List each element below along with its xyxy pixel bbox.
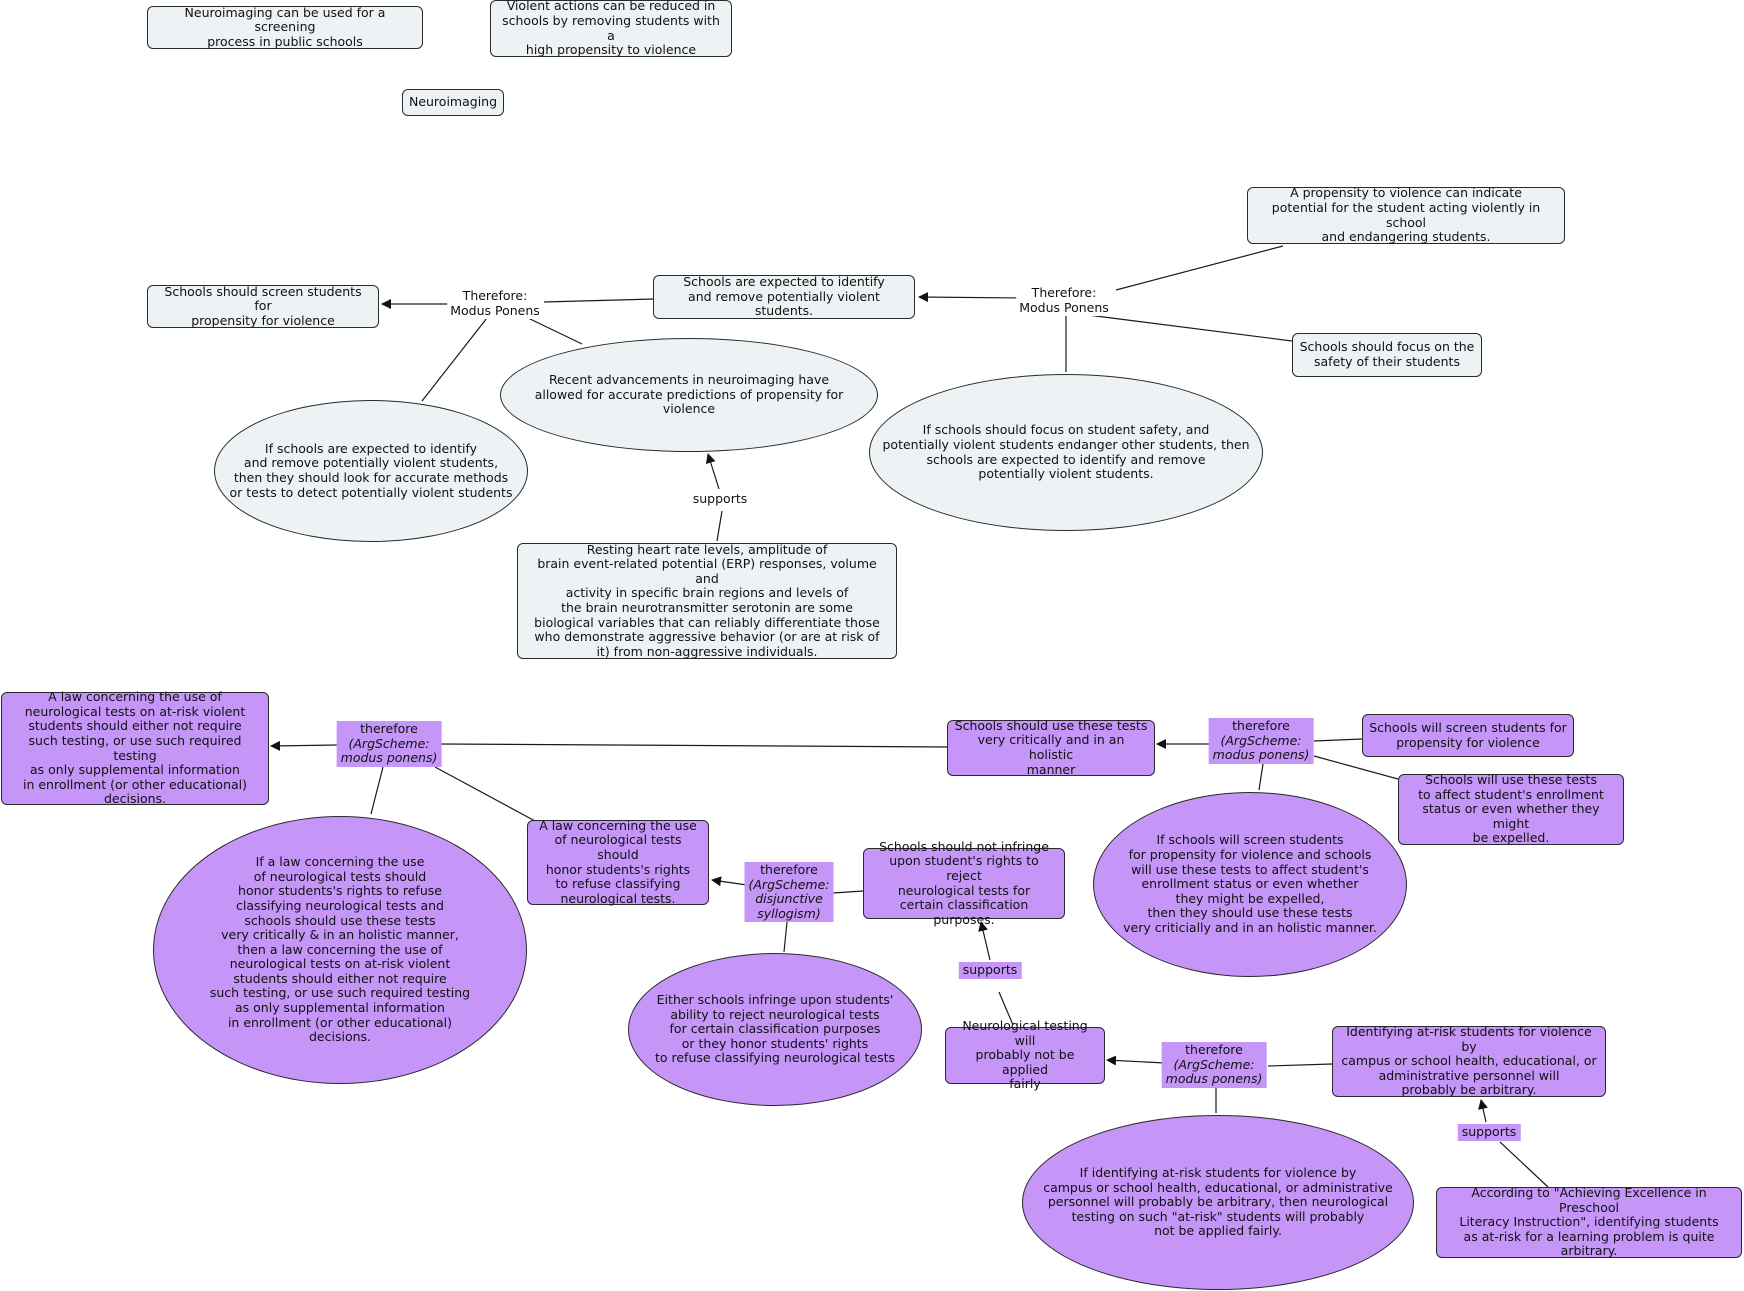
node-will-use-tests[interactable]: Schools will use these tests to affect s…	[1398, 772, 1624, 845]
inference-therefore-3-line1: therefore	[360, 721, 418, 736]
inference-therefore-2[interactable]: Therefore: Modus Ponens	[1016, 285, 1112, 317]
node-use-tests-critically[interactable]: Schools should use these tests very crit…	[947, 718, 1155, 776]
inference-therefore-4-scheme: (ArgScheme: modus ponens)	[1212, 732, 1310, 763]
node-if-focus-safety[interactable]: If schools should focus on student safet…	[869, 374, 1263, 531]
line-lawhonor-therefore3	[434, 766, 536, 822]
inference-therefore-6[interactable]: therefore (ArgScheme: modus ponens)	[1161, 1042, 1267, 1088]
inference-therefore-1-line1: Therefore:	[462, 288, 528, 303]
line-focus-therefore2	[1087, 314, 1293, 342]
line-propensity-therefore2	[1115, 245, 1284, 291]
arrow-therefore3-law	[270, 740, 339, 751]
inference-therefore-3-scheme: (ArgScheme: modus ponens)	[340, 735, 438, 766]
node-will-screen[interactable]: Schools will screen students for propens…	[1362, 714, 1574, 757]
inference-therefore-5-scheme: (ArgScheme: disjunctive syllogism)	[748, 876, 830, 921]
inference-therefore-5[interactable]: therefore (ArgScheme: disjunctive syllog…	[744, 862, 834, 923]
node-identifying-arbitrary[interactable]: Identifying at-risk students for violenc…	[1332, 1024, 1606, 1097]
line-notfair-supports2	[998, 991, 1014, 1026]
node-propensity-indicates[interactable]: A propensity to violence can indicate po…	[1247, 186, 1565, 244]
inference-therefore-2-line1: Therefore:	[1031, 285, 1097, 300]
arrow-supports1-recent	[705, 453, 720, 490]
inference-therefore-6-line1: therefore	[1185, 1042, 1243, 1057]
node-focus-safety[interactable]: Schools should focus on the safety of th…	[1292, 333, 1482, 377]
node-not-fair[interactable]: Neurological testing will probably not b…	[945, 1018, 1105, 1091]
arrow-therefore5-lawhonor	[711, 876, 748, 887]
node-not-infringe[interactable]: Schools should not infringe upon student…	[863, 839, 1065, 926]
inference-therefore-6-scheme: (ArgScheme: modus ponens)	[1165, 1056, 1263, 1087]
inference-therefore-5-line1: therefore	[760, 862, 818, 877]
node-neuroimaging[interactable]: Neuroimaging	[402, 89, 504, 116]
node-screen-propensity[interactable]: Schools should screen students for prope…	[147, 284, 379, 328]
line-recent-therefore1	[527, 317, 583, 345]
node-if-expected[interactable]: If schools are expected to identify and …	[214, 400, 528, 542]
line-iflaw-therefore3	[370, 766, 384, 815]
inference-therefore-1[interactable]: Therefore: Modus Ponens	[447, 288, 543, 320]
node-achieving-excellence[interactable]: According to "Achieving Excellence in Pr…	[1436, 1185, 1742, 1258]
arrow-supports3-arbitrary	[1478, 1099, 1488, 1123]
arrow-therefore2-expected	[918, 292, 1022, 303]
node-neuroimaging-screening[interactable]: Neuroimaging can be used for a screening…	[147, 5, 423, 49]
line-achieving-supports3	[1499, 1141, 1549, 1188]
inference-therefore-2-line2: Modus Ponens	[1019, 299, 1109, 315]
line-ifexpected-therefore1	[421, 317, 488, 402]
inference-therefore-4-line1: therefore	[1232, 718, 1290, 733]
node-if-law[interactable]: If a law concerning the use of neurologi…	[153, 816, 527, 1084]
line-expected-therefore1	[543, 298, 654, 303]
inference-therefore-4[interactable]: therefore (ArgScheme: modus ponens)	[1208, 718, 1314, 764]
arrow-therefore6-notfair	[1106, 1055, 1166, 1066]
node-violent-actions-reduced[interactable]: Violent actions can be reduced in school…	[490, 0, 732, 57]
line-willscreen-therefore4	[1313, 738, 1363, 742]
node-recent-advancements[interactable]: Recent advancements in neuroimaging have…	[500, 338, 878, 452]
relation-supports-1[interactable]: supports	[689, 491, 751, 508]
line-willuse-therefore4	[1313, 755, 1399, 780]
line-notinfringe-therefore5	[832, 890, 864, 894]
inference-therefore-1-line2: Modus Ponens	[450, 302, 540, 318]
arrow-supports2-notinfringe	[978, 921, 991, 961]
line-arbitrary-therefore6	[1267, 1063, 1333, 1067]
relation-supports-3[interactable]: supports	[1457, 1124, 1521, 1141]
line-ifwillscreen-therefore4	[1258, 763, 1264, 791]
inference-therefore-3[interactable]: therefore (ArgScheme: modus ponens)	[336, 721, 442, 767]
line-usetests-therefore3	[440, 743, 948, 748]
relation-supports-2[interactable]: supports	[958, 962, 1022, 979]
node-schools-expected[interactable]: Schools are expected to identify and rem…	[653, 274, 915, 319]
line-either-therefore5	[783, 921, 788, 953]
line-resting-supports1	[716, 510, 723, 542]
node-law-honor-rights[interactable]: A law concerning the use of neurological…	[527, 818, 709, 905]
node-either-infringe[interactable]: Either schools infringe upon students' a…	[628, 953, 922, 1106]
node-law-at-risk[interactable]: A law concerning the use of neurological…	[1, 689, 269, 806]
node-resting-heart-rate[interactable]: Resting heart rate levels, amplitude of …	[517, 542, 897, 659]
node-if-will-screen[interactable]: If schools will screen students for prop…	[1093, 792, 1407, 977]
node-if-arbitrary[interactable]: If identifying at-risk students for viol…	[1022, 1115, 1414, 1290]
